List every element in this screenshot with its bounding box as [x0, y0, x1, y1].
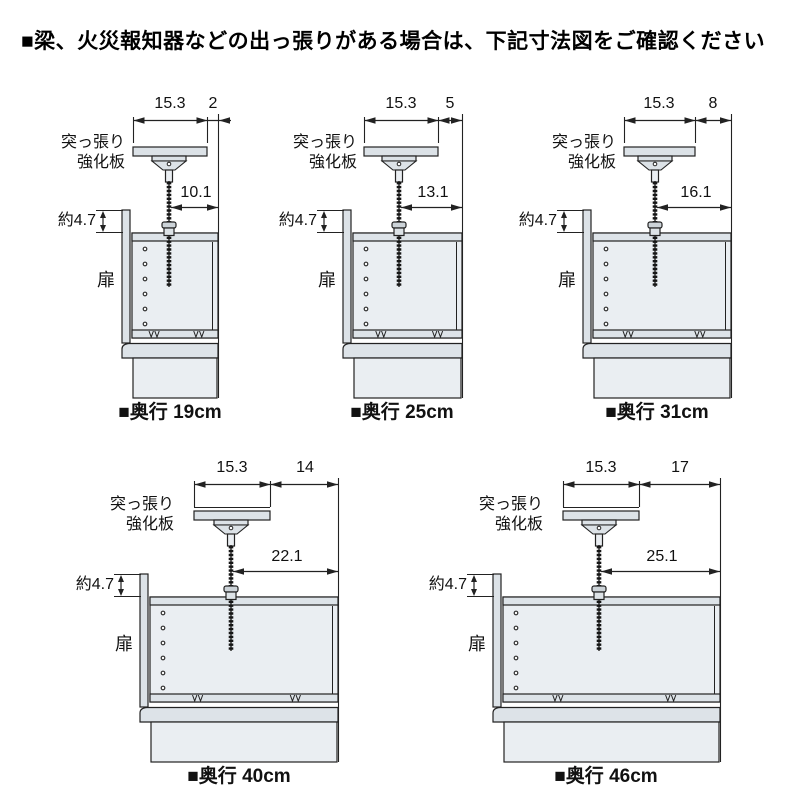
dim-top-width-46cm: 15.3 [585, 459, 617, 476]
dim-top-width-25cm: 15.3 [385, 95, 417, 112]
diagram-art-40cm [114, 478, 340, 763]
dim-top-width-19cm: 15.3 [154, 95, 186, 112]
plate-label-line1: 突っ張り [551, 134, 616, 151]
approx-height-31cm: 約4.7 [518, 212, 557, 229]
plate-label-line1: 突っ張り [60, 134, 125, 151]
door-label-25cm: 扉 [318, 270, 336, 290]
dim-top-offset-25cm: 5 [445, 95, 455, 112]
plate-label-line1: 突っ張り [478, 496, 543, 513]
door-label-40cm: 扉 [115, 634, 133, 654]
dim-top-offset-19cm: 2 [208, 95, 218, 112]
dim-inner-19cm: 10.1 [180, 184, 212, 201]
plate-label-line1: 突っ張り [292, 134, 357, 151]
depth-caption-25cm: ■奥行 25cm [350, 402, 454, 423]
diagram-art-25cm [317, 114, 464, 399]
depth-caption-31cm: ■奥行 31cm [605, 402, 709, 423]
diagram-art-31cm [557, 114, 733, 399]
diagram-art-46cm [467, 478, 722, 763]
plate-label-line2: 強化板 [125, 516, 174, 533]
plate-label-46cm: 突っ張り 強化板 [479, 495, 543, 535]
approx-height-25cm: 約4.7 [278, 212, 317, 229]
page-title: ■梁、火災報知器などの出っ張りがある場合は、下記寸法図をご確認ください [21, 30, 766, 53]
dim-top-offset-31cm: 8 [708, 95, 718, 112]
depth-caption-40cm: ■奥行 40cm [187, 766, 291, 787]
depth-caption-19cm: ■奥行 19cm [118, 402, 222, 423]
dim-inner-31cm: 16.1 [680, 184, 712, 201]
approx-height-19cm: 約4.7 [57, 212, 96, 229]
diagram-art-19cm [96, 114, 231, 399]
dim-top-offset-46cm: 17 [671, 459, 689, 476]
dim-top-offset-40cm: 14 [296, 459, 314, 476]
depth-caption-46cm: ■奥行 46cm [554, 766, 658, 787]
plate-label-line2: 強化板 [494, 516, 543, 533]
approx-height-46cm: 約4.7 [428, 576, 467, 593]
plate-label-line2: 強化板 [76, 154, 125, 171]
dim-top-width-40cm: 15.3 [216, 459, 248, 476]
door-label-19cm: 扉 [97, 270, 115, 290]
door-label-46cm: 扉 [468, 634, 486, 654]
plate-label-25cm: 突っ張り 強化板 [293, 133, 357, 173]
approx-height-40cm: 約4.7 [75, 576, 114, 593]
plate-label-19cm: 突っ張り 強化板 [61, 133, 125, 173]
dim-inner-46cm: 25.1 [646, 548, 678, 565]
plate-label-31cm: 突っ張り 強化板 [552, 133, 616, 173]
dim-inner-25cm: 13.1 [417, 184, 449, 201]
plate-label-40cm: 突っ張り 強化板 [110, 495, 174, 535]
dim-inner-40cm: 22.1 [271, 548, 303, 565]
plate-label-line2: 強化板 [308, 154, 357, 171]
plate-label-line2: 強化板 [567, 154, 616, 171]
dim-top-width-31cm: 15.3 [643, 95, 675, 112]
plate-label-line1: 突っ張り [109, 496, 174, 513]
door-label-31cm: 扉 [558, 270, 576, 290]
